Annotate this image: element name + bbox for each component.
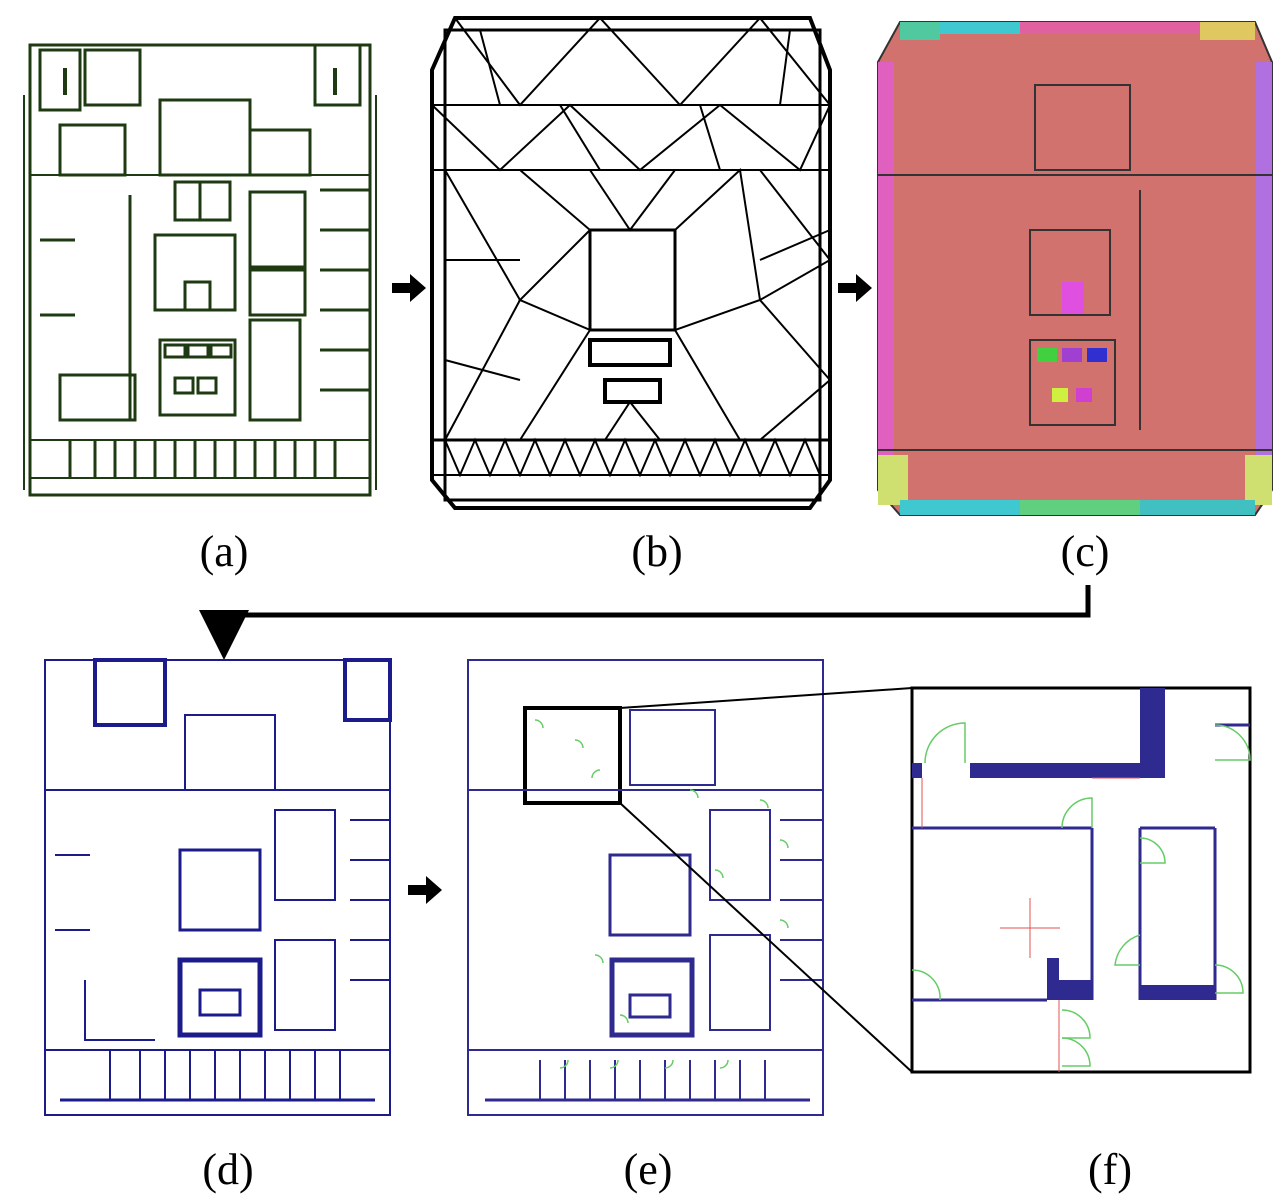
panel-e-doors	[534, 719, 789, 1069]
panel-f-zoom-detail	[910, 686, 1252, 1074]
panel-e-door-plan	[467, 659, 824, 1116]
panel-b-triangulation	[430, 16, 832, 510]
label-f: (f)	[1088, 1145, 1132, 1194]
zoom-line-top	[619, 687, 913, 709]
panel-a-floorplan	[23, 43, 377, 497]
zoom-line-bottom	[619, 802, 913, 1073]
arrow-b-to-c	[838, 274, 872, 302]
arrow-d-to-e	[408, 876, 442, 904]
arrow-a-to-b	[392, 274, 426, 302]
connector-c-to-d	[199, 585, 1091, 660]
label-a: (a)	[199, 527, 249, 576]
panel-d-vector-plan	[44, 658, 392, 1116]
label-d: (d)	[202, 1145, 254, 1194]
label-c: (c)	[1060, 527, 1110, 576]
panel-c-regions	[877, 21, 1273, 516]
label-e: (e)	[623, 1145, 673, 1194]
label-b: (b)	[631, 527, 683, 576]
